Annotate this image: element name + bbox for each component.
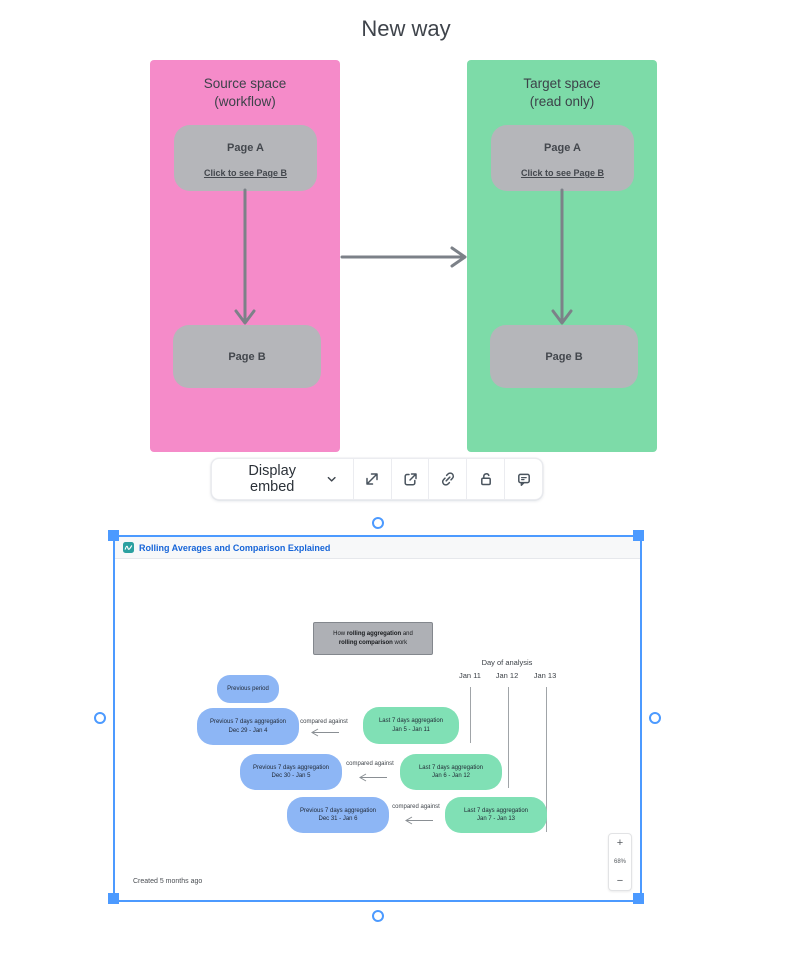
link-icon (441, 472, 454, 486)
source-down-arrow-icon (234, 188, 256, 325)
zoom-control: + 68% − (608, 833, 632, 891)
zoom-out-button[interactable]: − (609, 871, 631, 890)
date-jan-13: Jan 13 (533, 671, 557, 680)
target-down-arrow-icon (551, 188, 573, 325)
toolbar-divider (390, 459, 392, 499)
source-page-a-label: Page A (227, 142, 264, 154)
target-page-a-link[interactable]: Click to see Page B (520, 168, 605, 178)
comment-icon (517, 473, 530, 486)
created-timestamp: Created 5 months ago (133, 878, 203, 885)
embed-canvas: How rolling aggregation and rolling comp… (115, 559, 640, 897)
source-page-b-node: Page B (173, 325, 321, 388)
open-in-new-button[interactable] (392, 459, 429, 499)
target-panel-title-line2: (read only) (529, 94, 595, 109)
unlock-button[interactable] (467, 459, 504, 499)
date-line-jan-11 (470, 687, 471, 743)
date-jan-12: Jan 12 (495, 671, 519, 680)
source-to-target-arrow-icon (340, 246, 467, 268)
copy-link-button[interactable] (429, 459, 466, 499)
selection-corner-bottom-left[interactable] (108, 893, 119, 904)
expand-icon (366, 473, 378, 485)
target-space-panel: Target space (read only) Page A Click to… (467, 60, 657, 452)
date-line-jan-13 (546, 687, 547, 832)
toolbar-divider (466, 459, 468, 499)
chevron-down-icon (328, 476, 337, 482)
compared-against-label-3: compared against (392, 804, 440, 810)
toolbar-divider (352, 459, 354, 499)
whiteboard-icon (123, 542, 134, 553)
compare-arrow-icon-3 (405, 816, 433, 825)
zoom-level: 68% (613, 859, 626, 865)
compare-arrow-icon-2 (359, 773, 387, 782)
selection-handle-top[interactable] (372, 517, 384, 529)
selection-corner-top-left[interactable] (108, 530, 119, 541)
selection-handle-left[interactable] (94, 712, 106, 724)
compared-against-label-1: compared against (300, 719, 348, 725)
target-panel-title-line1: Target space (523, 76, 601, 91)
unlock-icon (480, 473, 491, 486)
diagram-heading-line2: rolling comparison work (338, 640, 408, 646)
source-page-a-node: Page A Click to see Page B (174, 125, 317, 191)
toolbar-divider (504, 459, 506, 499)
diagram-heading-box: How rolling aggregation and rolling comp… (313, 622, 433, 655)
target-page-b-node: Page B (490, 325, 638, 388)
display-embed-dropdown[interactable]: Display embed (212, 459, 353, 499)
source-panel-title-line2: (workflow) (214, 94, 276, 109)
selection-corner-bottom-right[interactable] (633, 893, 644, 904)
target-page-b-label: Page B (545, 350, 583, 363)
target-panel-title: Target space (read only) (467, 75, 657, 111)
embed-header: Rolling Averages and Comparison Explaine… (115, 537, 640, 559)
compared-against-label-2: compared against (346, 761, 394, 767)
page-title: New way (361, 16, 451, 41)
target-page-a-node: Page A Click to see Page B (491, 125, 634, 191)
source-page-b-label: Page B (228, 350, 266, 363)
selection-handle-right[interactable] (649, 712, 661, 724)
source-panel-title: Source space (workflow) (150, 75, 340, 111)
whiteboard-embed-card[interactable]: Rolling Averages and Comparison Explaine… (113, 535, 642, 902)
source-space-panel: Source space (workflow) Page A Click to … (150, 60, 340, 452)
expand-button[interactable] (354, 459, 391, 499)
comment-button[interactable] (505, 459, 542, 499)
previous-period-pill: Previous period (217, 675, 279, 703)
diagram-heading-line1: How rolling aggregation and (333, 631, 413, 637)
display-embed-label: Display embed (248, 463, 296, 495)
date-line-jan-12 (508, 687, 509, 788)
toolbar-divider (428, 459, 430, 499)
selection-handle-bottom[interactable] (372, 910, 384, 922)
compare-arrow-icon-1 (311, 728, 339, 737)
selection-corner-top-right[interactable] (633, 530, 644, 541)
date-jan-11: Jan 11 (459, 671, 481, 680)
embed-toolbar: Display embed (211, 458, 543, 500)
embed-title-link[interactable]: Rolling Averages and Comparison Explaine… (139, 542, 331, 553)
zoom-in-button[interactable]: + (609, 834, 631, 853)
source-panel-title-line1: Source space (203, 76, 287, 91)
source-page-a-link[interactable]: Click to see Page B (203, 168, 288, 178)
open-in-new-icon (404, 473, 417, 486)
day-of-analysis-label: Day of analysis (481, 658, 533, 667)
target-page-a-label: Page A (544, 142, 581, 154)
